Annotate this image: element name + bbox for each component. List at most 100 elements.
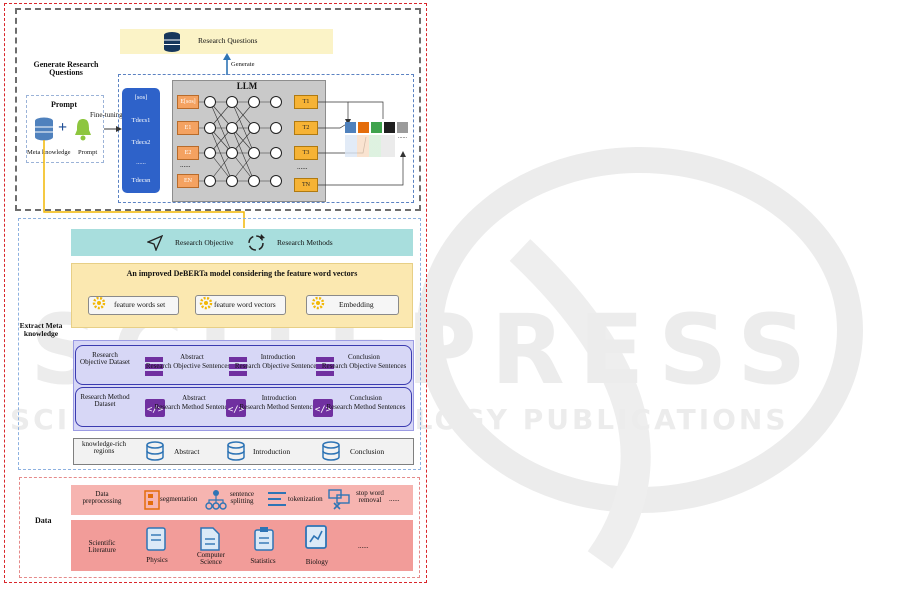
- region-conclusion: Conclusion: [350, 447, 385, 456]
- embed-token: EN: [177, 174, 199, 188]
- generate-arrow-icon: [222, 53, 232, 80]
- input-token: [sos]: [134, 94, 148, 101]
- data-section: [19, 477, 420, 578]
- llm-node: [248, 122, 260, 134]
- output-token: T2: [294, 121, 318, 135]
- llm-title: LLM: [236, 81, 258, 91]
- svg-text:</>: </>: [147, 405, 164, 415]
- llm-node: [248, 96, 260, 108]
- gear-icon: [311, 296, 325, 315]
- gear-icon: [92, 296, 106, 315]
- plus-icon: +: [58, 119, 68, 136]
- prompt-box: [26, 95, 104, 163]
- llm-node: [226, 122, 238, 134]
- objective-conclusion-sub: Research Objective Sentences: [321, 362, 407, 370]
- method-abstract-head: Abstract: [182, 394, 206, 402]
- watermark-ring: [417, 147, 863, 513]
- embed-token: E[sos]: [177, 95, 199, 109]
- outer-frame: [4, 3, 427, 583]
- database-icon: [322, 441, 340, 466]
- llm-node: [204, 147, 216, 159]
- output-token-ellipsis: ......: [297, 163, 308, 171]
- palette-color: [345, 122, 356, 133]
- palette-color: [358, 122, 369, 133]
- research-methods-label: Research Methods: [277, 238, 333, 247]
- tokenization-icon: [268, 491, 286, 512]
- palette-color: [371, 122, 382, 133]
- objective-methods-bar: [71, 229, 413, 256]
- field-biology: Biology: [305, 558, 329, 566]
- llm-node: [270, 96, 282, 108]
- input-token: Tdecs2: [131, 139, 151, 146]
- generate-section: [15, 8, 421, 211]
- database-icon: [227, 441, 245, 466]
- regions-box: [73, 438, 414, 465]
- output-token: T3: [294, 146, 318, 160]
- llm-node: [226, 175, 238, 187]
- llm-node: [270, 147, 282, 159]
- palette-faded: [345, 135, 395, 157]
- code-icon: </>: [313, 399, 333, 422]
- extract-section: [18, 218, 421, 470]
- method-abstract-sub: Research Method Sentences: [154, 403, 234, 411]
- llm-node: [204, 122, 216, 134]
- step-ellipsis: ......: [389, 495, 400, 503]
- input-token-panel: [122, 88, 160, 193]
- bell-prompt-icon: [73, 117, 93, 146]
- physics-doc-icon: [146, 527, 166, 556]
- input-token: Tdecs1: [131, 117, 151, 124]
- objective-abstract-sub: Research Objective Sentences: [145, 362, 231, 370]
- llm-node: [204, 96, 216, 108]
- fine-tuning-label: Fine-tuning: [90, 111, 123, 119]
- llm-node: [248, 175, 260, 187]
- server-icon: [145, 357, 163, 382]
- segmentation-icon: [144, 490, 160, 515]
- server-icon: [229, 357, 247, 382]
- database-icon: [146, 441, 164, 466]
- svg-text:</>: </>: [228, 405, 245, 415]
- preprocessing-bar: [71, 485, 413, 515]
- regions-label: knowledge-rich regions: [82, 440, 126, 456]
- llm-node: [226, 147, 238, 159]
- sentence-splitting-icon: [205, 489, 227, 516]
- prompt-title: Prompt: [50, 100, 78, 109]
- palette-color: [384, 122, 395, 133]
- field-physics: Physics: [146, 556, 168, 564]
- llm-outer-box: [118, 74, 414, 203]
- method-dataset-label: Research Method Dataset: [80, 393, 130, 409]
- stop-word-removal-icon: [328, 488, 350, 515]
- meta-knowledge-connector: [43, 140, 245, 228]
- output-token: T1: [294, 95, 318, 109]
- preprocessing-label: Data preprocessing: [82, 490, 122, 506]
- research-questions-banner: [120, 29, 333, 54]
- literature-bar: [71, 520, 413, 571]
- computer-science-doc-icon: [200, 527, 220, 556]
- llm-node: [226, 96, 238, 108]
- method-introduction-head: Introduction: [261, 394, 297, 402]
- extract-section-label: Extract Meta knowledge: [19, 321, 63, 338]
- objective-introduction-head: Introduction: [260, 353, 296, 361]
- prompt-label: Prompt: [78, 149, 98, 156]
- statistics-clipboard-icon: [254, 527, 274, 556]
- gear-icon: [199, 296, 213, 315]
- region-introduction: Introduction: [253, 447, 291, 456]
- embed-token: E2: [177, 146, 199, 160]
- server-icon: [316, 357, 334, 382]
- input-token: Tdecsn: [131, 177, 151, 184]
- research-questions-label: Research Questions: [198, 36, 258, 45]
- method-conclusion-sub: Research Method Sentences: [326, 403, 406, 411]
- meta-knowledge-label: Meta knowledge: [27, 149, 71, 156]
- literature-label: Scientific Literature: [88, 539, 116, 555]
- step-tokenization: tokenization: [288, 495, 323, 503]
- method-introduction-sub: Research Method Sentences: [239, 403, 319, 411]
- embedding-pill: [306, 295, 399, 315]
- svg-text:</>: </>: [315, 405, 332, 415]
- research-objective-label: Research Objective: [175, 238, 234, 247]
- region-abstract: Abstract: [174, 447, 200, 456]
- output-token: TN: [294, 178, 318, 192]
- generate-label: Generate: [231, 61, 255, 68]
- input-token: ......: [136, 159, 146, 166]
- palette-ellipsis: ......: [398, 134, 407, 140]
- deberta-title: An improved DeBERTa model considering th…: [126, 269, 358, 278]
- feature-words-set-label: feature words set: [114, 300, 166, 309]
